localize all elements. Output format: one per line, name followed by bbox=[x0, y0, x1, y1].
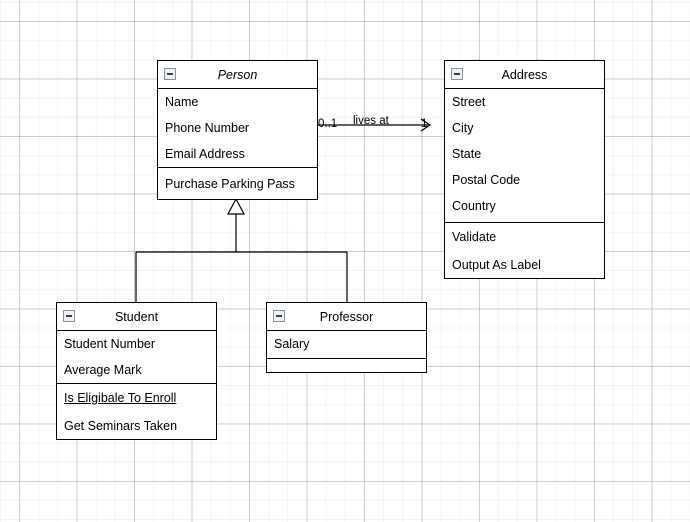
operation-row[interactable]: Output As Label bbox=[445, 251, 604, 279]
attribute-label: Street bbox=[452, 95, 486, 109]
operation-row[interactable]: Get Seminars Taken bbox=[57, 412, 216, 440]
uml-class-person[interactable]: Person Name Phone Number Email Address P… bbox=[157, 60, 318, 200]
attribute-row[interactable]: Postal Code bbox=[445, 167, 604, 193]
operations-compartment-person: Purchase Parking Pass bbox=[158, 167, 317, 200]
operations-compartment-address: Validate Output As Label bbox=[445, 222, 604, 279]
attribute-label: State bbox=[452, 147, 482, 161]
operations-compartment-professor bbox=[267, 358, 426, 372]
operation-label: Purchase Parking Pass bbox=[165, 177, 295, 191]
uml-class-address[interactable]: Address Street City State Postal Code Co… bbox=[444, 60, 605, 279]
hollow-triangle-icon bbox=[227, 197, 245, 215]
operation-label: Get Seminars Taken bbox=[64, 419, 178, 433]
attribute-row[interactable]: Name bbox=[158, 89, 317, 115]
class-name-professor: Professor bbox=[319, 309, 374, 324]
multiplicity-source-person: 0..1 bbox=[318, 118, 338, 130]
operation-label: Is Eligibale To Enroll bbox=[64, 391, 177, 405]
class-header-professor[interactable]: Professor bbox=[267, 303, 426, 331]
attribute-label: Name bbox=[165, 95, 199, 109]
attribute-label: Postal Code bbox=[452, 173, 521, 187]
attributes-compartment-address: Street City State Postal Code Country bbox=[445, 89, 604, 222]
association-label-lives-at: lives at bbox=[353, 115, 389, 127]
operations-compartment-student: Is Eligibale To Enroll Get Seminars Take… bbox=[57, 383, 216, 440]
operation-label: Output As Label bbox=[452, 258, 541, 272]
attribute-row[interactable]: Salary bbox=[267, 331, 426, 357]
attribute-label: Phone Number bbox=[165, 121, 250, 135]
attribute-label: Email Address bbox=[165, 147, 245, 161]
attributes-compartment-person: Name Phone Number Email Address bbox=[158, 89, 317, 167]
attribute-row[interactable]: Street bbox=[445, 89, 604, 115]
attribute-label: Average Mark bbox=[64, 363, 142, 377]
minus-box-icon[interactable] bbox=[63, 310, 75, 322]
attribute-row[interactable]: Average Mark bbox=[57, 357, 216, 383]
attribute-row[interactable]: State bbox=[445, 141, 604, 167]
class-header-person[interactable]: Person bbox=[158, 61, 317, 89]
minus-box-icon[interactable] bbox=[451, 68, 463, 80]
attributes-compartment-student: Student Number Average Mark bbox=[57, 331, 216, 383]
class-name-person: Person bbox=[217, 67, 258, 82]
uml-class-professor[interactable]: Professor Salary bbox=[266, 302, 427, 373]
multiplicity-target-address: 1 bbox=[421, 118, 428, 130]
minus-box-icon[interactable] bbox=[164, 68, 176, 80]
attribute-label: Country bbox=[452, 199, 496, 213]
attribute-row[interactable]: City bbox=[445, 115, 604, 141]
operation-row[interactable]: Purchase Parking Pass bbox=[158, 168, 317, 200]
generalization-tree bbox=[135, 197, 348, 302]
attribute-row[interactable]: Phone Number bbox=[158, 115, 317, 141]
attribute-row[interactable]: Country bbox=[445, 193, 604, 219]
class-header-student[interactable]: Student bbox=[57, 303, 216, 331]
uml-class-student[interactable]: Student Student Number Average Mark Is E… bbox=[56, 302, 217, 440]
class-header-address[interactable]: Address bbox=[445, 61, 604, 89]
operation-label: Validate bbox=[452, 230, 497, 244]
attribute-row[interactable]: Student Number bbox=[57, 331, 216, 357]
minus-box-icon[interactable] bbox=[273, 310, 285, 322]
attributes-compartment-professor: Salary bbox=[267, 331, 426, 358]
operation-row-static[interactable]: Is Eligibale To Enroll bbox=[57, 384, 216, 412]
attribute-row[interactable]: Email Address bbox=[158, 141, 317, 167]
attribute-label: City bbox=[452, 121, 474, 135]
operation-row[interactable]: Validate bbox=[445, 223, 604, 251]
attribute-label: Salary bbox=[274, 337, 310, 351]
attribute-label: Student Number bbox=[64, 337, 156, 351]
class-name-student: Student bbox=[114, 309, 159, 324]
class-name-address: Address bbox=[501, 67, 548, 82]
